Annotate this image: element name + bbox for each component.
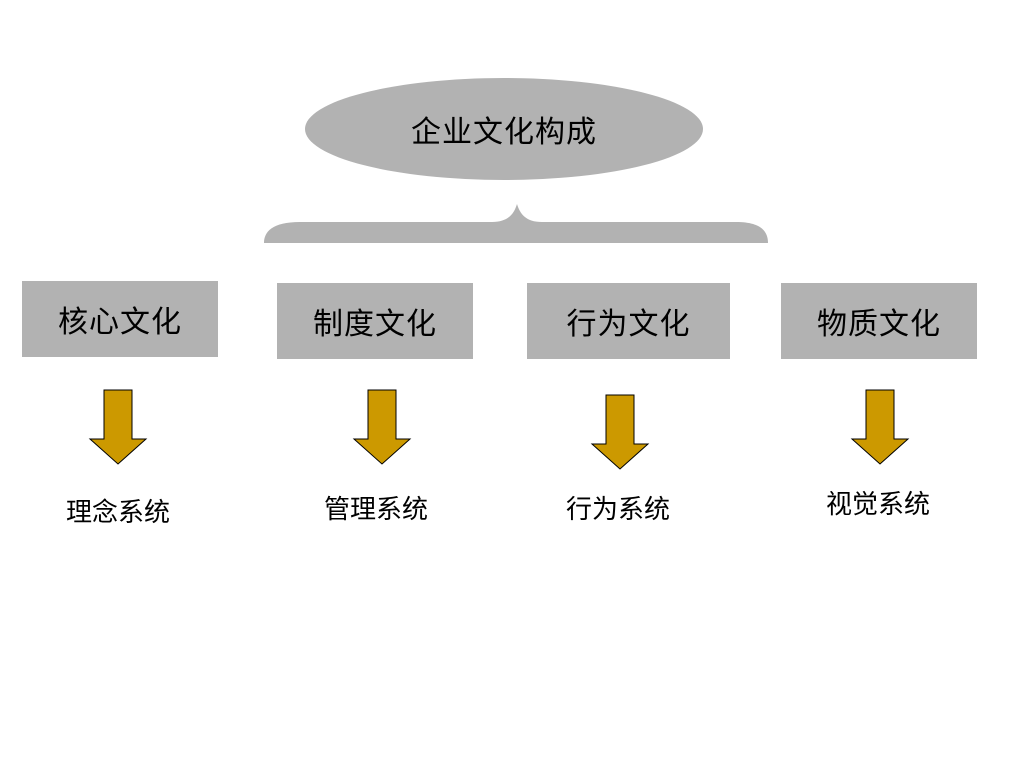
down-arrow-icon-3 — [590, 394, 650, 470]
system-label-core: 理念系统 — [65, 498, 170, 528]
category-label-system: 制度文化 — [313, 307, 437, 342]
down-arrow-icon-2 — [352, 389, 412, 465]
category-label-behavior: 行为文化 — [566, 307, 691, 342]
root-label: 企业文化构成 — [411, 115, 597, 150]
down-arrow-icon-1 — [88, 389, 148, 465]
system-label-behavior: 行为系统 — [565, 495, 670, 525]
system-label-material: 视觉系统 — [825, 490, 930, 520]
category-box-behavior: 行为文化 — [527, 283, 730, 359]
category-label-material: 物质文化 — [817, 307, 941, 342]
brace-shape — [264, 204, 768, 243]
category-label-core: 核心文化 — [58, 305, 182, 340]
category-box-material: 物质文化 — [781, 283, 977, 359]
down-arrow-icon-4 — [850, 389, 910, 465]
root-ellipse: 企业文化构成 — [305, 78, 703, 180]
category-box-system: 制度文化 — [277, 283, 473, 359]
category-box-core: 核心文化 — [22, 281, 218, 357]
system-label-system: 管理系统 — [323, 495, 428, 525]
